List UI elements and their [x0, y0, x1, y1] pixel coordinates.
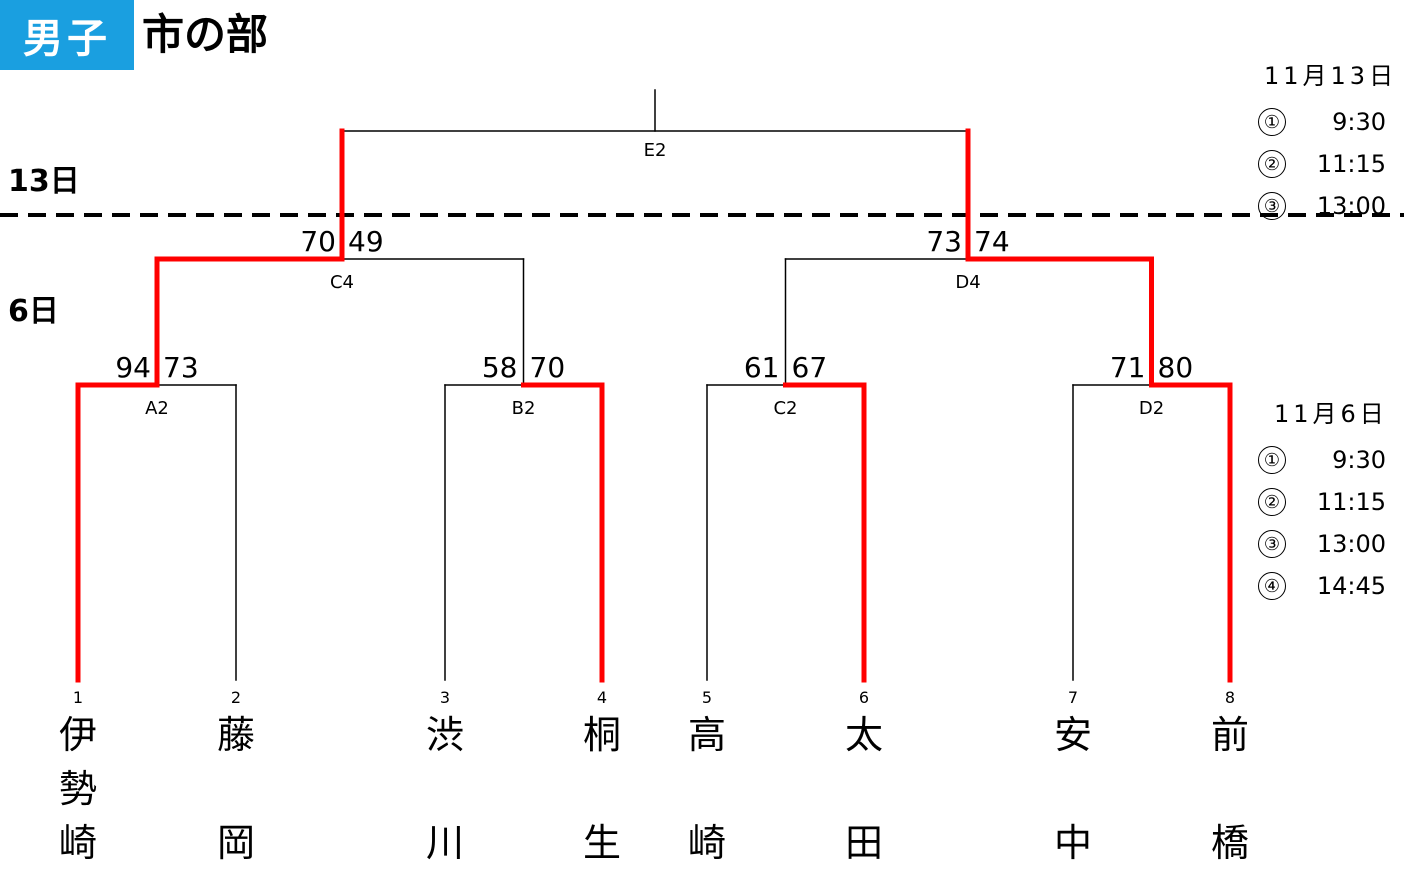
- match-code: B2: [512, 398, 536, 419]
- match-score-right: 70: [530, 351, 566, 384]
- team-seed: 5: [701, 688, 713, 707]
- team-name-char: [834, 762, 894, 816]
- schedule-13-date: 11月13日: [1264, 62, 1398, 90]
- team-name-char: 田: [844, 821, 883, 865]
- match-code: D4: [955, 272, 980, 293]
- schedule-6-row: ① 9:30: [1258, 439, 1388, 481]
- match-code: E2: [644, 140, 667, 161]
- schedule-6-date: 11月6日: [1274, 400, 1388, 428]
- category-label: 男子: [23, 16, 111, 62]
- start-time: 11:15: [1316, 488, 1386, 516]
- start-time: 14:45: [1316, 572, 1386, 600]
- schedule-13-row: ③ 13:00: [1258, 185, 1397, 227]
- schedule-6: 11月6日 ① 9:30 ② 11:15 ③ 13:00 ④ 14:45: [1258, 394, 1388, 607]
- team-name-char: [206, 762, 266, 816]
- team-name-char: 崎: [58, 821, 97, 865]
- team-name-char: 高: [687, 713, 726, 757]
- schedule-13-row: ② 11:15: [1258, 143, 1397, 185]
- team-seed: 8: [1224, 688, 1236, 707]
- day-label-6: 6日: [8, 294, 59, 329]
- team-name-char: 川: [425, 821, 464, 865]
- team-1: 1 伊 勢 崎: [48, 688, 108, 870]
- schedule-13: 11月13日 ① 9:30 ② 11:15 ③ 13:00: [1258, 56, 1397, 227]
- team-seed: 2: [230, 688, 242, 707]
- match-score-left: 94: [115, 351, 151, 384]
- team-6: 6 太 田: [834, 688, 894, 870]
- team-name-char: [677, 762, 737, 816]
- match-score-right: 49: [348, 225, 384, 258]
- start-time: 9:30: [1332, 108, 1386, 136]
- match-code: A2: [145, 398, 169, 419]
- start-time: 13:00: [1316, 530, 1386, 558]
- team-name-char: 渋: [425, 713, 464, 757]
- winner-paths: [75, 128, 1233, 683]
- team-4: 4 桐 生: [572, 688, 632, 870]
- match-code: C2: [773, 398, 797, 419]
- team-name-char: 太: [844, 713, 883, 757]
- team-8: 8 前 橋: [1200, 688, 1260, 870]
- round-marker: ②: [1258, 150, 1286, 178]
- round-marker: ③: [1258, 530, 1286, 558]
- team-name-char: 安: [1053, 713, 1092, 757]
- round-marker: ①: [1258, 446, 1286, 474]
- match-score-right: 73: [163, 351, 199, 384]
- match-code: C4: [330, 272, 354, 293]
- page-title: 市の部: [142, 10, 269, 59]
- round-marker: ③: [1258, 192, 1286, 220]
- schedule-13-row: ① 9:30: [1258, 101, 1397, 143]
- team-7: 7 安 中: [1043, 688, 1103, 870]
- team-3: 3 渋 川: [415, 688, 475, 870]
- team-5: 5 高 崎: [677, 688, 737, 870]
- match-score-left: 61: [744, 351, 780, 384]
- team-seed: 1: [72, 688, 84, 707]
- team-seed: 4: [596, 688, 608, 707]
- schedule-6-row: ② 11:15: [1258, 481, 1388, 523]
- team-name-char: 中: [1053, 821, 1092, 865]
- team-seed: 3: [439, 688, 451, 707]
- match-score-left: 73: [926, 225, 962, 258]
- round-marker: ②: [1258, 488, 1286, 516]
- schedule-6-row: ③ 13:00: [1258, 523, 1388, 565]
- team-seed: 7: [1067, 688, 1079, 707]
- start-time: 11:15: [1316, 150, 1386, 178]
- match-score-right: 67: [792, 351, 828, 384]
- match-score-right: 80: [1158, 351, 1194, 384]
- team-name-char: [1043, 762, 1103, 816]
- team-seed: 6: [858, 688, 870, 707]
- match-score-left: 70: [300, 225, 336, 258]
- start-time: 13:00: [1316, 192, 1386, 220]
- match-score-left: 71: [1110, 351, 1146, 384]
- team-name-char: 桐: [582, 713, 621, 757]
- start-time: 9:30: [1332, 446, 1386, 474]
- round-marker: ①: [1258, 108, 1286, 136]
- team-name-char: 生: [582, 821, 621, 865]
- schedule-6-row: ④ 14:45: [1258, 565, 1388, 607]
- team-name-char: 橋: [1210, 821, 1249, 865]
- team-name-char: 崎: [687, 821, 726, 865]
- team-name-char: 前: [1210, 713, 1249, 757]
- match-score-right: 74: [974, 225, 1010, 258]
- bracket-lines: [156, 89, 1153, 681]
- team-name-char: [415, 762, 475, 816]
- round-marker: ④: [1258, 572, 1286, 600]
- team-name-char: 伊: [58, 713, 97, 757]
- category-badge: 男子: [0, 0, 134, 70]
- match-score-left: 58: [482, 351, 518, 384]
- day-label-13: 13日: [8, 164, 80, 199]
- team-name-char: [1200, 762, 1260, 816]
- team-name-char: 藤: [216, 713, 255, 757]
- team-2: 2 藤 岡: [206, 688, 266, 870]
- team-name-char: 岡: [216, 821, 255, 865]
- match-code: D2: [1139, 398, 1164, 419]
- team-name-char: [572, 762, 632, 816]
- team-name-char: 勢: [58, 767, 97, 811]
